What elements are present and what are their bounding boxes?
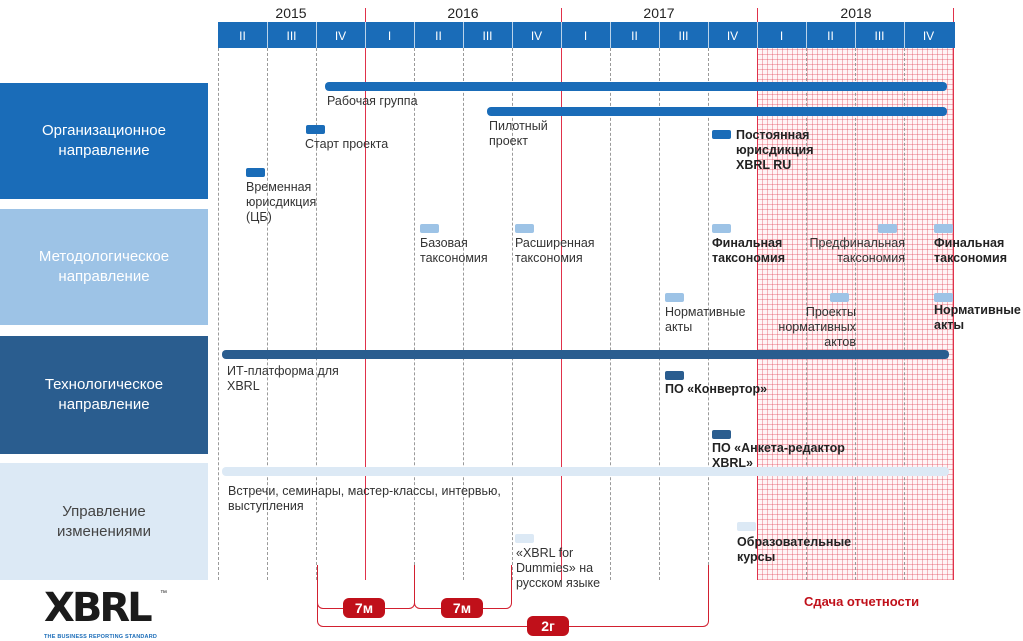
band-org: Организационное направление (0, 83, 208, 199)
extended-taxonomy-label: Расширенная таксономия (515, 236, 595, 265)
band-change: Управление изменениями (0, 463, 208, 580)
quarter-label: I (583, 29, 588, 43)
meetings-bar (222, 467, 949, 476)
quarter-label: II (239, 29, 246, 43)
converter-marker (665, 371, 684, 380)
year-2017: 2017 (643, 5, 675, 21)
pilot-project-bar (487, 107, 947, 116)
quarter-label: I (387, 29, 392, 43)
quarter-label: IV (530, 29, 543, 43)
normative-acts-2017-marker (665, 293, 684, 302)
year-2016: 2016 (447, 5, 479, 21)
normative-acts-2018-marker (934, 293, 953, 302)
extended-taxonomy-marker (515, 224, 534, 233)
quarter-label: IV (922, 29, 935, 43)
temp-jurisdiction-marker (246, 168, 265, 177)
xbrl-logo-tm: ™ (160, 590, 167, 597)
xbrl-logo-wordmark: XBRL (44, 585, 153, 631)
year-2015: 2015 (275, 5, 307, 21)
it-platform-label: ИТ-платформа для XBRL (227, 364, 339, 393)
editor-label: ПО «Анкета-редактор XBRL» (712, 441, 845, 470)
pilot-project-label: Пилотный проект (489, 119, 548, 148)
band-org-label: Организационное направление (42, 122, 166, 159)
band-tech: Технологическое направление (0, 336, 208, 454)
working-group-bar (325, 82, 947, 91)
year-2018: 2018 (840, 5, 872, 21)
meetings-label: Встречи, семинары, мастер-классы, интерв… (228, 484, 501, 513)
prefinal-taxonomy-label: Предфинальная таксономия (809, 236, 905, 265)
base-taxonomy-marker (420, 224, 439, 233)
quarter-label: IV (726, 29, 739, 43)
duration-badge-2y: 2г (527, 616, 569, 636)
dummies-label: «XBRL for Dummies» на русском языке (516, 546, 601, 590)
quarter-header-bar (218, 22, 955, 48)
band-method: Методологическое направление (0, 209, 208, 325)
duration-badge-7m-1: 7м (343, 598, 385, 618)
permanent-jurisdiction-marker (712, 130, 731, 139)
quarter-label: III (678, 29, 689, 43)
normative-acts-2017-label: Нормативные акты (665, 305, 746, 334)
xbrl-logo-tagline: THE BUSINESS REPORTING STANDARD (44, 634, 158, 640)
draft-normative-acts-marker (830, 293, 849, 302)
courses-marker (737, 522, 756, 531)
permanent-jurisdiction-label: Постоянная юрисдикция XBRL RU (736, 128, 814, 172)
quarter-label: III (286, 29, 297, 43)
final-taxonomy-2018-label: Финальная таксономия (934, 236, 1007, 265)
project-start-marker (306, 125, 325, 134)
quarter-label: II (435, 29, 442, 43)
final-taxonomy-2017-label: Финальная таксономия (712, 236, 785, 265)
quarter-label: IV (334, 29, 347, 43)
courses-label: Образовательные курсы (737, 535, 852, 564)
dummies-marker (515, 534, 534, 543)
quarter-label: III (874, 29, 885, 43)
duration-bracket-total (317, 565, 709, 627)
reporting-label: Сдача отчетности (804, 594, 920, 609)
xbrl-logo: XBRL ™ THE BUSINESS REPORTING STANDARD (44, 585, 174, 640)
editor-marker (712, 430, 731, 439)
draft-normative-acts-label: Проекты нормативных актов (778, 305, 856, 349)
final-taxonomy-2017-marker (712, 224, 731, 233)
quarter-label: III (482, 29, 493, 43)
prefinal-taxonomy-marker (878, 224, 897, 233)
band-change-label: Управление изменениями (56, 502, 151, 540)
base-taxonomy-label: Базовая таксономия (420, 236, 488, 265)
quarter-label: I (779, 29, 784, 43)
final-taxonomy-2018-marker (934, 224, 953, 233)
band-tech-label: Технологическое направление (44, 376, 164, 413)
quarter-label: II (827, 29, 834, 43)
duration-badge-7m-2: 7м (441, 598, 483, 618)
project-start-label: Старт проекта (305, 137, 389, 151)
quarter-label: II (631, 29, 638, 43)
it-platform-bar (222, 350, 949, 359)
normative-acts-2018-label: Нормативные акты (934, 303, 1021, 332)
temp-jurisdiction-label: Временная юрисдикция (ЦБ) (246, 180, 317, 224)
converter-label: ПО «Конвертор» (665, 382, 768, 396)
band-method-label: Методологическое направление (38, 248, 170, 285)
working-group-label: Рабочая группа (327, 94, 418, 108)
